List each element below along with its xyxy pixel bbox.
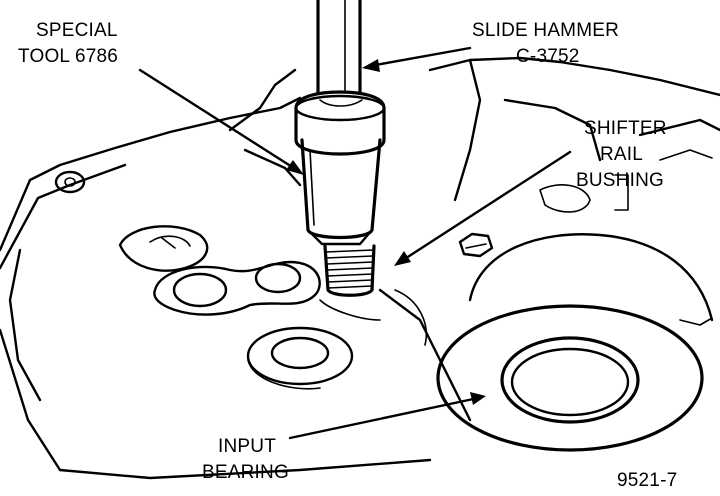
special-tool [294,90,386,297]
stud-bolt [458,232,494,258]
figure-number: 9521-7 [617,470,677,491]
bushing-label-line1: SHIFTER [584,118,667,139]
input-bearing-arrowhead [470,392,486,405]
washer [246,326,354,390]
callout-special-tool: SPECIAL TOOL 6786 [18,20,118,67]
slide-hammer-label-line1: SLIDE HAMMER [472,20,619,41]
bushing-label-line3: BUSHING [576,170,664,191]
special-tool-arrowhead [286,160,304,175]
input-bearing-leader [288,396,480,440]
callout-slide-hammer: SLIDE HAMMER C-3752 [472,20,619,67]
special-tool-label-line2: TOOL 6786 [18,46,118,67]
port-cluster [118,225,381,321]
special-tool-label-line1: SPECIAL [36,20,118,41]
bushing-arrowhead [394,251,411,266]
slide-hammer-label-line2: C-3752 [516,46,580,67]
callout-shifter-rail-bushing: SHIFTER RAIL BUSHING [576,118,667,191]
leader-lines [138,46,572,440]
input-bearing [436,304,704,452]
callout-input-bearing: INPUT BEARING [202,436,289,483]
input-bearing-label-line2: BEARING [202,462,289,483]
slide-hammer-leader [368,46,472,68]
threaded-tip [323,244,376,297]
input-bearing-label-line1: INPUT [218,436,276,457]
transmission-case [0,56,720,480]
bushing-label-line2: RAIL [600,144,643,165]
slide-hammer-arrowhead [362,59,380,72]
bushing-leader [398,150,572,264]
special-tool-leader [138,68,302,174]
